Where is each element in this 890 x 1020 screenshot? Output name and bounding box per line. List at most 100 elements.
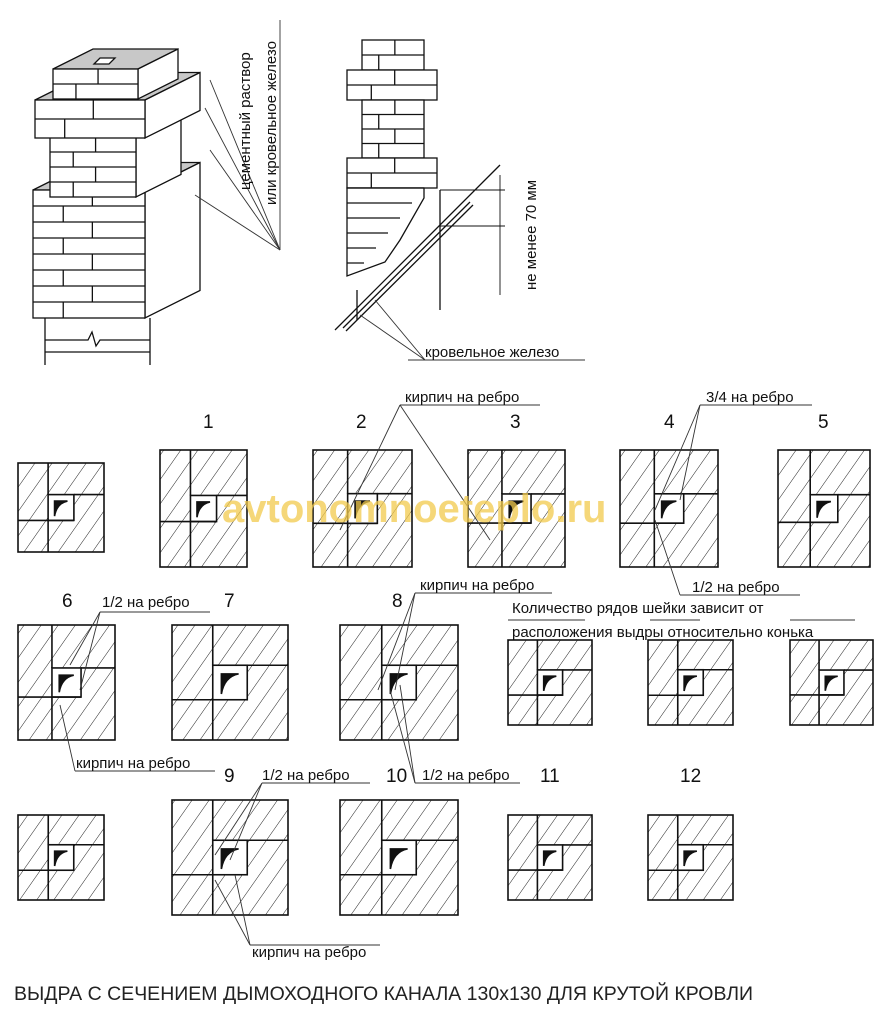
- brick-plan: [17, 462, 105, 553]
- brick-plan: [17, 814, 105, 901]
- leader-line: [399, 404, 491, 541]
- caption: ВЫДРА С СЕЧЕНИЕМ ДЫМОХОДНОГО КАНАЛА 130х…: [14, 981, 753, 1005]
- label-cement: цементный раствор: [237, 52, 254, 190]
- brick-joints: [172, 800, 288, 915]
- brick-plans: [17, 449, 874, 916]
- flue-channel: [501, 493, 532, 524]
- flue-channel: [536, 669, 564, 696]
- plan-number-6: 6: [62, 591, 73, 612]
- leader-line: [394, 592, 416, 691]
- flue-channel: [676, 843, 705, 872]
- plan-number-8: 8: [392, 591, 403, 612]
- label-half-edge-3: 1/2 на ребро: [422, 767, 510, 784]
- leader-line: [389, 689, 416, 784]
- flue-opening: [92, 57, 117, 65]
- plan-outline: [171, 624, 289, 741]
- brick-joints: [620, 450, 718, 567]
- leader-line: [234, 874, 251, 946]
- flue-marker: [542, 850, 557, 867]
- brick-joints: [340, 625, 458, 740]
- label-brick-edge-3: кирпич на ребро: [76, 755, 190, 772]
- roof-iron-1: [342, 201, 471, 329]
- plan-number-5: 5: [818, 412, 829, 433]
- brick-plan: [171, 799, 289, 916]
- flue-marker: [354, 500, 371, 519]
- leader-line: [654, 404, 701, 511]
- flue-channel: [211, 839, 249, 876]
- leader-line: [359, 314, 426, 361]
- flue-channel: [47, 493, 75, 522]
- flue-channel: [536, 844, 564, 871]
- leader-line: [679, 404, 701, 501]
- flue-marker: [389, 673, 408, 695]
- brick-joints: [18, 463, 104, 552]
- roof-line: [334, 164, 501, 331]
- label-three-quarter-edge: 3/4 на ребро: [706, 389, 794, 406]
- brick-joints: [508, 815, 592, 900]
- flue-channel: [47, 843, 75, 872]
- chimney-side-view: [334, 39, 505, 332]
- flue-marker: [53, 500, 68, 517]
- flue-marker: [542, 675, 557, 692]
- brick-plan: [777, 449, 871, 568]
- flue-marker: [389, 848, 408, 870]
- flue-channel: [809, 493, 839, 524]
- dimension-lines: [440, 175, 505, 295]
- plan-number-7: 7: [224, 591, 235, 612]
- label-roof-iron-or: или кровельное железо: [263, 41, 280, 205]
- leader-line: [377, 592, 416, 691]
- brick-plan: [507, 814, 593, 901]
- brick-joints: [172, 625, 288, 740]
- flue-marker: [58, 674, 74, 693]
- leader-line: [229, 782, 263, 861]
- flue-marker: [220, 848, 239, 870]
- flue-marker: [660, 500, 677, 519]
- plan-number-4: 4: [664, 412, 675, 433]
- label-half-edge-4: 1/2 на ребро: [262, 767, 350, 784]
- flue-marker: [683, 675, 698, 692]
- brick-plan: [647, 639, 734, 726]
- flue-channel: [189, 494, 218, 523]
- brick-joints: [18, 815, 104, 900]
- plan-number-9: 9: [224, 766, 235, 787]
- leader-line: [339, 404, 401, 531]
- brick-joints: [648, 815, 733, 900]
- brick-plan: [647, 814, 734, 901]
- plan-number-12: 12: [680, 766, 701, 787]
- brick-joints: [468, 450, 565, 567]
- flue-channel: [818, 669, 845, 696]
- flue-channel: [380, 839, 418, 876]
- brick-plan: [507, 639, 593, 726]
- leader-line: [59, 704, 76, 772]
- brick-plan: [171, 624, 289, 741]
- brick-joints: [160, 450, 247, 567]
- flue-channel: [211, 664, 249, 701]
- leader-line: [214, 879, 251, 946]
- plan-number-11: 11: [540, 766, 560, 787]
- plan-number-10: 10: [386, 766, 407, 787]
- label-roof-iron: кровельное железо: [425, 344, 559, 361]
- label-brick-edge-1: кирпич на ребро: [405, 389, 519, 406]
- watermark: avtonomnoeteplo.ru: [222, 487, 606, 531]
- label-half-edge-1: 1/2 на ребро: [692, 579, 780, 596]
- plan-number-1: 1: [203, 412, 214, 433]
- flue-marker: [53, 850, 68, 867]
- flue-marker: [220, 673, 239, 695]
- brick-joints: [313, 450, 412, 567]
- brick-joints: [778, 450, 870, 567]
- plan-number-3: 3: [510, 412, 521, 433]
- flue-marker: [824, 675, 838, 691]
- label-min-70mm: не менее 70 мм: [523, 180, 540, 290]
- brick-plan: [467, 449, 566, 568]
- flue-marker: [508, 500, 524, 519]
- brick-joints: [648, 640, 733, 725]
- brick-plan: [339, 799, 459, 916]
- flue-channel: [346, 492, 379, 525]
- leader-line: [214, 782, 263, 856]
- note-line-2: расположения выдры относительно конька: [512, 624, 814, 641]
- flue-marker: [196, 501, 211, 518]
- chimney-3d-view: [32, 47, 201, 365]
- flue-channel: [653, 492, 685, 524]
